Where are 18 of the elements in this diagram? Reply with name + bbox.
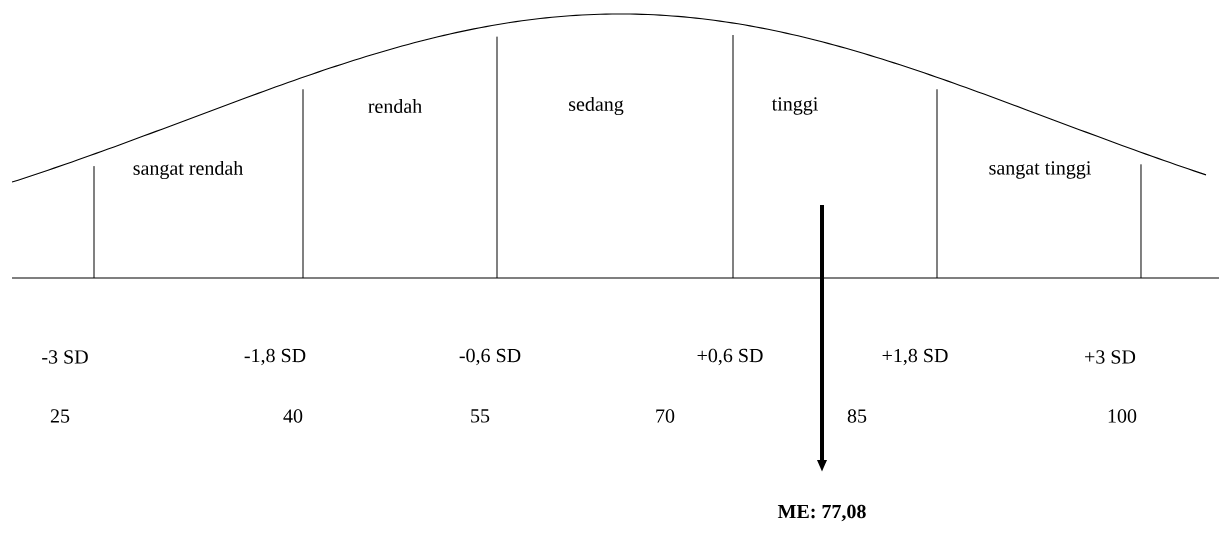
category-label: sedang <box>569 96 624 116</box>
score-label: 70 <box>656 409 675 423</box>
sd-label: -0,6 SD <box>459 348 521 366</box>
score-label: 85 <box>847 409 867 423</box>
sd-label: -1,8 SD <box>244 348 306 366</box>
score-label: 100 <box>1108 409 1137 423</box>
category-label: sangat rendah <box>133 160 243 180</box>
mean-label: ME: 77,08 <box>777 504 866 522</box>
category-label: sangat tinggi <box>989 161 1091 179</box>
category-label: rendah <box>368 98 422 113</box>
sd-label: +3 SD <box>1085 350 1136 364</box>
score-label: 25 <box>50 409 70 423</box>
sd-label: -3 SD <box>42 350 88 364</box>
score-label: 40 <box>283 409 303 423</box>
score-label: 55 <box>471 409 490 423</box>
category-label: tinggi <box>771 97 818 115</box>
sd-label: +1,8 SD <box>882 348 948 366</box>
sd-label: +0,6 SD <box>697 348 763 366</box>
